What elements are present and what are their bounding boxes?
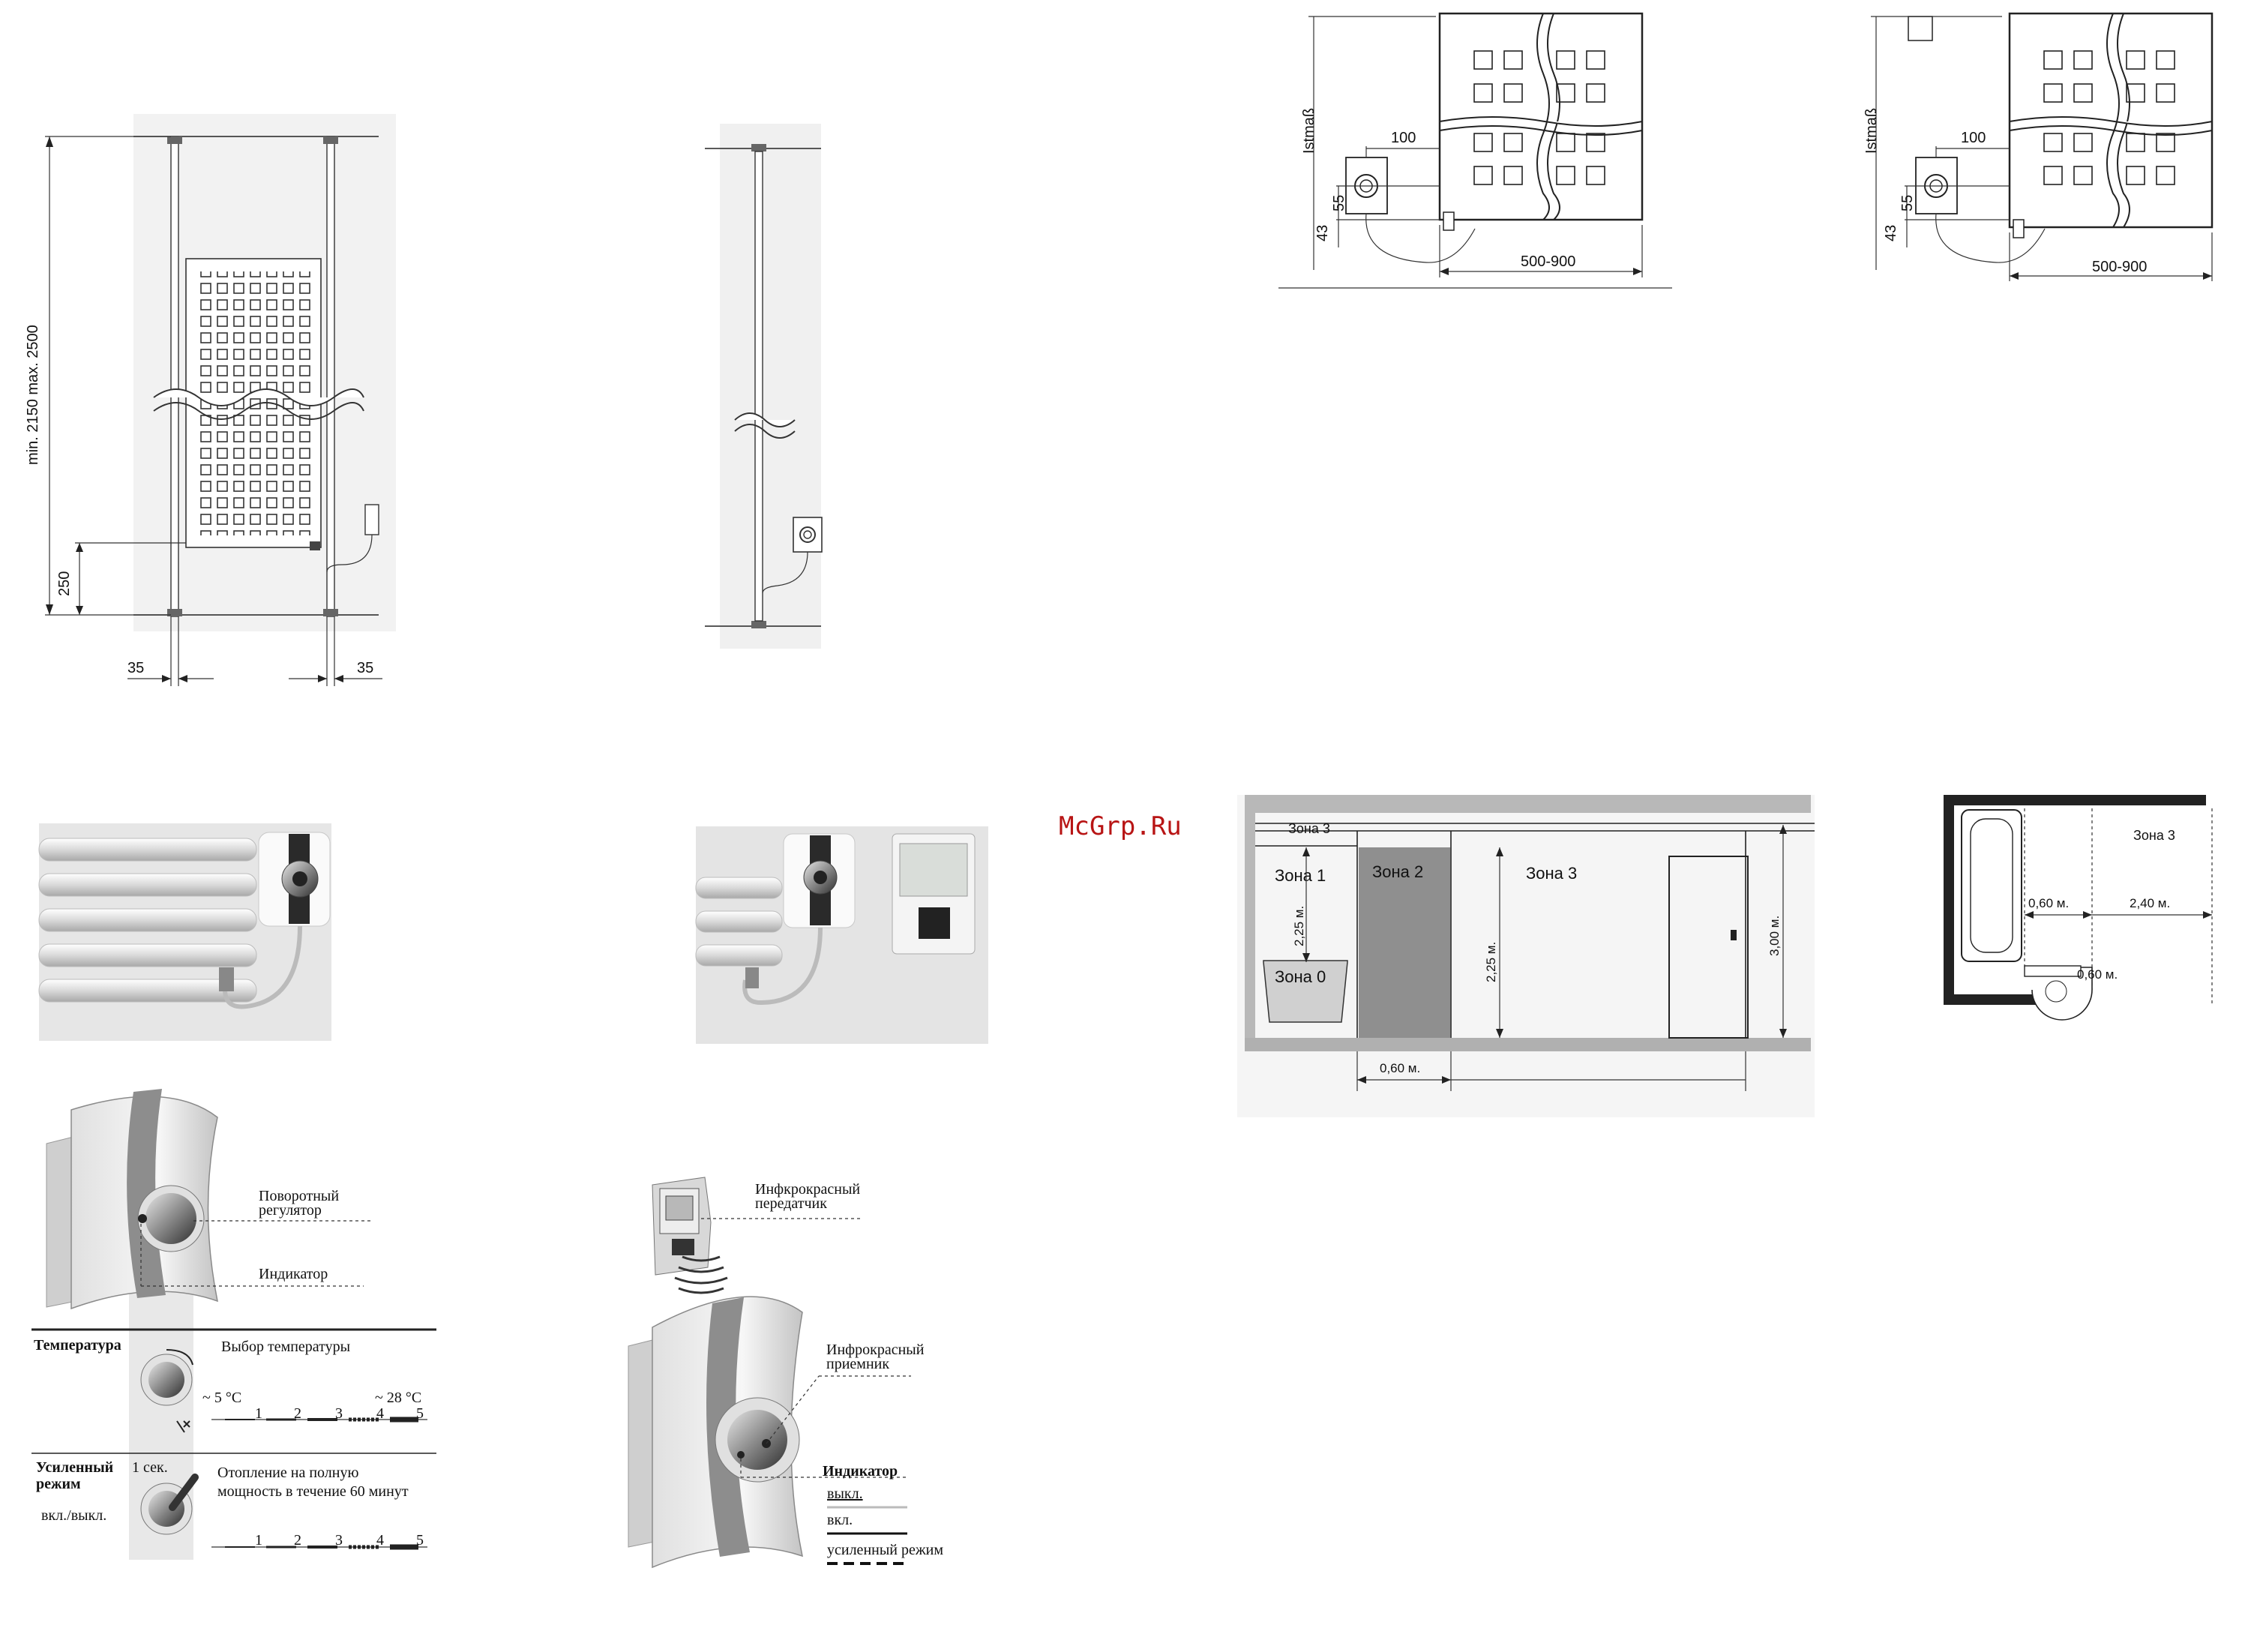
detail-right-d43: 43: [1883, 225, 1899, 241]
boost-desc-1: Отопление на полную: [217, 1465, 358, 1481]
detail-left-width: 500-900: [1521, 253, 1575, 270]
photo-radiator-controller: [38, 823, 331, 1041]
detail-right-d100: 100: [1961, 130, 1986, 146]
indicator-off-label: выкл.: [827, 1486, 863, 1502]
bathroom-zones-elevation: Зона 3 Зона 1 Зона 2 Зона 3 Зона 0 2,25 …: [1237, 795, 1815, 1117]
boost-scale-5: 5: [416, 1532, 424, 1549]
ir-rx-label-2: приемник: [826, 1356, 889, 1372]
watermark: McGrp.Ru: [1059, 811, 1182, 841]
install-height-label: min. 2150 max. 2500: [25, 325, 41, 465]
ir-rx-label-1: Инфрокрасный: [826, 1342, 925, 1358]
boost-title-1: Усиленный: [36, 1459, 113, 1476]
temp-max-label: ~ 28 °C: [375, 1390, 421, 1406]
remote-indicator-label: Индикатор: [823, 1463, 898, 1480]
rotary-label-2: регулятор: [259, 1202, 322, 1219]
install-dim-250: 250: [56, 571, 73, 596]
photo-radiator-remote: [695, 826, 988, 1044]
install-side-diagram: [705, 124, 823, 649]
indicator-boost-label: усиленный режим: [827, 1542, 943, 1558]
plan-zone3: Зона 3: [2133, 828, 2175, 843]
install-dim-right: 35: [357, 660, 373, 676]
rotary-label-1: Поворотный: [259, 1188, 339, 1204]
detail-left-istmass: Istmaß: [1301, 108, 1317, 154]
zone-w060: 0,60 м.: [1380, 1061, 1420, 1075]
controller-diagram: Поворотный регулятор Индикатор Температу…: [31, 1089, 436, 1560]
zone2-label: Зона 2: [1372, 862, 1423, 881]
remote-diagram: Инфкрокрасный передатчик Инфрокрасный пр…: [628, 1177, 943, 1569]
detail-left-d100: 100: [1391, 130, 1416, 146]
zone-h225a: 2,25 м.: [1292, 906, 1306, 946]
zone-h225b: 2,25 м.: [1484, 942, 1498, 982]
zone1-label: Зона 1: [1275, 866, 1326, 885]
detail-right-d55: 55: [1899, 195, 1916, 211]
detail-left-d43: 43: [1314, 225, 1331, 241]
boost-scale-3: 3: [335, 1532, 343, 1549]
indicator-on-label: вкл.: [827, 1512, 853, 1528]
bathroom-zones-plan: Зона 3 0,60 м. 2,40 м. 0,60 м.: [1944, 795, 2213, 1021]
detail-diagram-left: Istmaß 100 55 43 500-900: [1278, 12, 1672, 289]
install-front-diagram: min. 2150 max. 2500 250 35 35: [25, 114, 396, 686]
ir-tx-label-1: Инфкрокрасный: [755, 1181, 860, 1198]
zone-h300: 3,00 м.: [1767, 916, 1782, 956]
boost-title-2: режим: [36, 1476, 81, 1492]
boost-desc-2: мощность в течение 60 минут: [217, 1483, 409, 1500]
zone3-top-label: Зона 3: [1288, 821, 1330, 836]
temp-min-label: ~ 5 °C: [202, 1390, 241, 1406]
plan-d240: 2,40 м.: [2130, 896, 2170, 910]
temp-scale-4: 4: [376, 1405, 384, 1422]
boost-scale-1: 1: [255, 1532, 262, 1549]
install-dim-left: 35: [127, 660, 144, 676]
temp-scale-2: 2: [294, 1405, 301, 1422]
indicator-label: Индикатор: [259, 1266, 328, 1282]
plan-d060b: 0,60 м.: [2077, 967, 2118, 982]
detail-right-width: 500-900: [2092, 259, 2147, 275]
temperature-title: Температура: [34, 1337, 121, 1354]
zone3-label: Зона 3: [1526, 864, 1577, 883]
detail-diagram-right: Istmaß 100 55 43 500-900: [1863, 12, 2214, 281]
one-sec-label: 1 сек.: [132, 1459, 168, 1476]
temp-scale-3: 3: [335, 1405, 343, 1422]
temperature-select-label: Выбор температуры: [221, 1339, 350, 1355]
plan-d060a: 0,60 м.: [2028, 896, 2069, 910]
boost-onoff: вкл./выкл.: [41, 1507, 106, 1524]
ir-tx-label-2: передатчик: [755, 1195, 827, 1212]
temp-scale-1: 1: [255, 1405, 262, 1422]
zone0-label: Зона 0: [1275, 967, 1326, 986]
detail-right-istmass: Istmaß: [1863, 108, 1880, 154]
boost-scale-4: 4: [376, 1532, 384, 1549]
detail-left-d55: 55: [1331, 195, 1347, 211]
boost-scale-2: 2: [294, 1532, 301, 1549]
temp-scale-5: 5: [416, 1405, 424, 1422]
